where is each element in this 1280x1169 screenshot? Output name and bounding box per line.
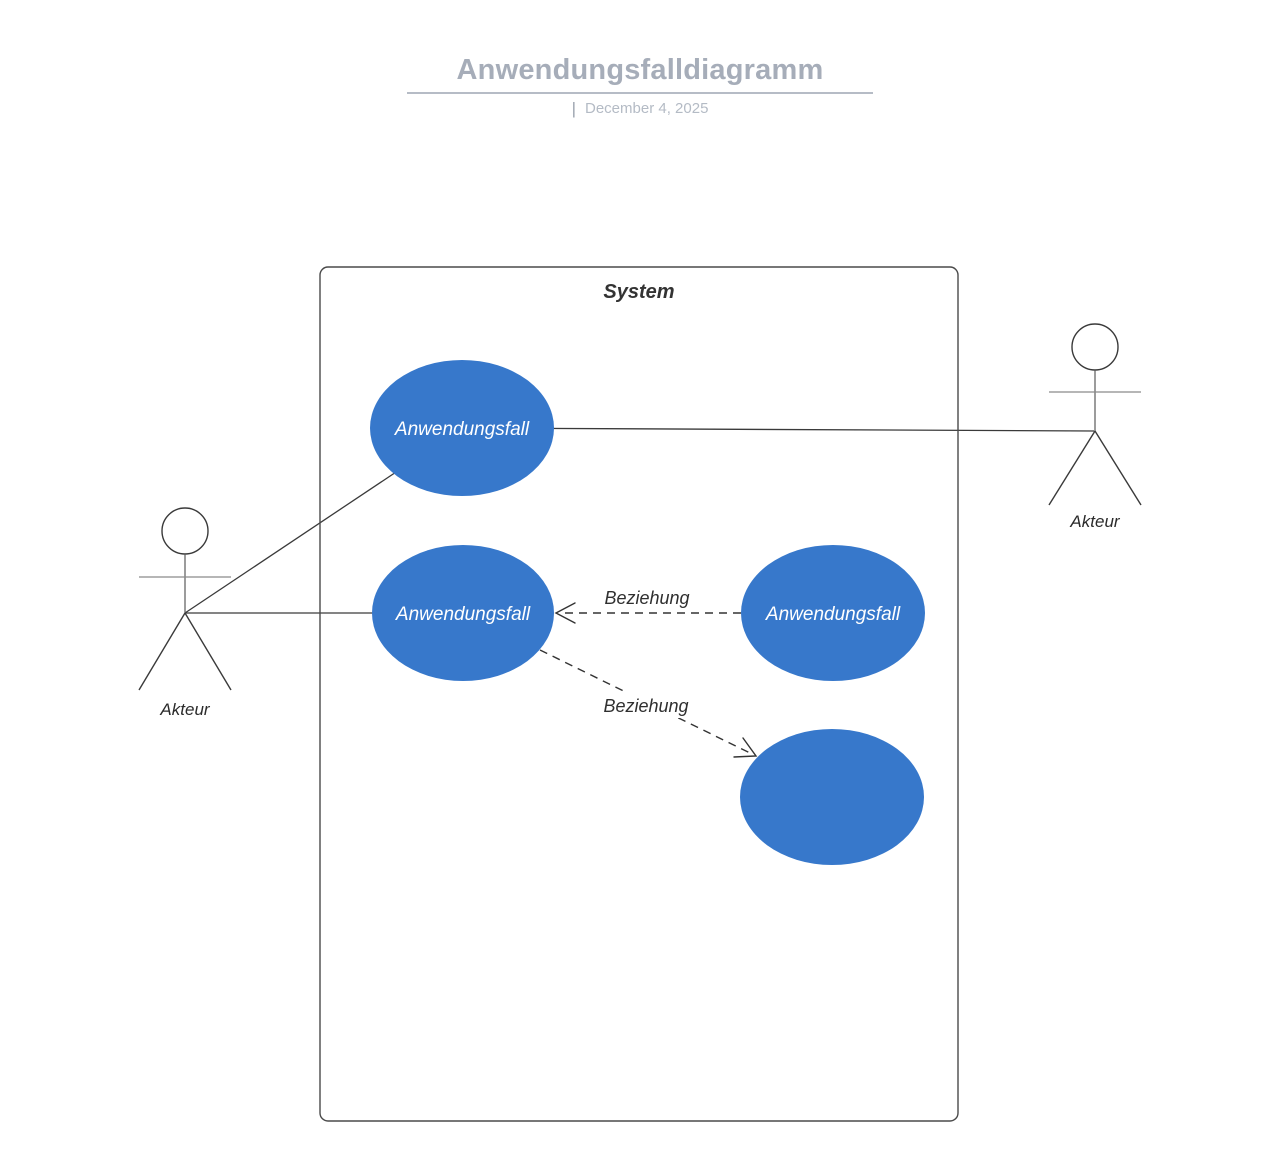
association-usecase1-right-actor (461, 427, 1095, 432)
actor-label: Akteur (159, 700, 210, 719)
actor-leg-icon (184, 612, 232, 691)
open-arrowhead-icon (733, 737, 758, 758)
use-case-2: Anwendungsfall (372, 545, 554, 681)
date-label: December 4, 2025 (585, 100, 709, 117)
use-case-ellipse (370, 360, 554, 496)
use-case-label: Anwendungsfall (394, 419, 530, 440)
date-row: | December 4, 2025 (0, 99, 1280, 119)
actor-leg-icon (1094, 430, 1142, 506)
relationship-arrow-2: Beziehung (539, 649, 758, 758)
title-underline (407, 92, 873, 94)
use-case-label: Anwendungsfall (765, 604, 901, 625)
actor-right: Akteur (1048, 323, 1142, 531)
actor-leg-icon (138, 612, 186, 691)
use-case-ellipse (372, 545, 554, 681)
use-case-ellipse (740, 729, 924, 865)
relationship-label-background (594, 692, 700, 718)
system-boundary: System (319, 266, 959, 1122)
system-label: System (603, 281, 674, 303)
date-separator: | (571, 99, 576, 118)
use-case-1: Anwendungsfall (370, 360, 554, 496)
relationship-label: Beziehung (603, 696, 688, 716)
relationship-arrow-1: Beziehung (554, 588, 741, 624)
actor-left: Akteur (138, 507, 232, 719)
use-case-label: Anwendungsfall (395, 604, 531, 625)
actor-head-icon (1071, 323, 1119, 371)
relationship-label: Beziehung (604, 588, 689, 608)
actor-label: Akteur (1069, 512, 1120, 531)
use-case-3: Anwendungsfall (741, 545, 925, 681)
actor-head-icon (161, 507, 209, 555)
open-arrowhead-icon (554, 602, 576, 624)
use-case-ellipse (741, 545, 925, 681)
use-case-4 (740, 729, 924, 865)
system-box (319, 266, 959, 1122)
page-title: Anwendungsfalldiagramm (456, 54, 824, 86)
actor-leg-icon (1048, 430, 1096, 506)
diagram-header: Anwendungsfalldiagramm | December 4, 2025 (0, 54, 1280, 119)
